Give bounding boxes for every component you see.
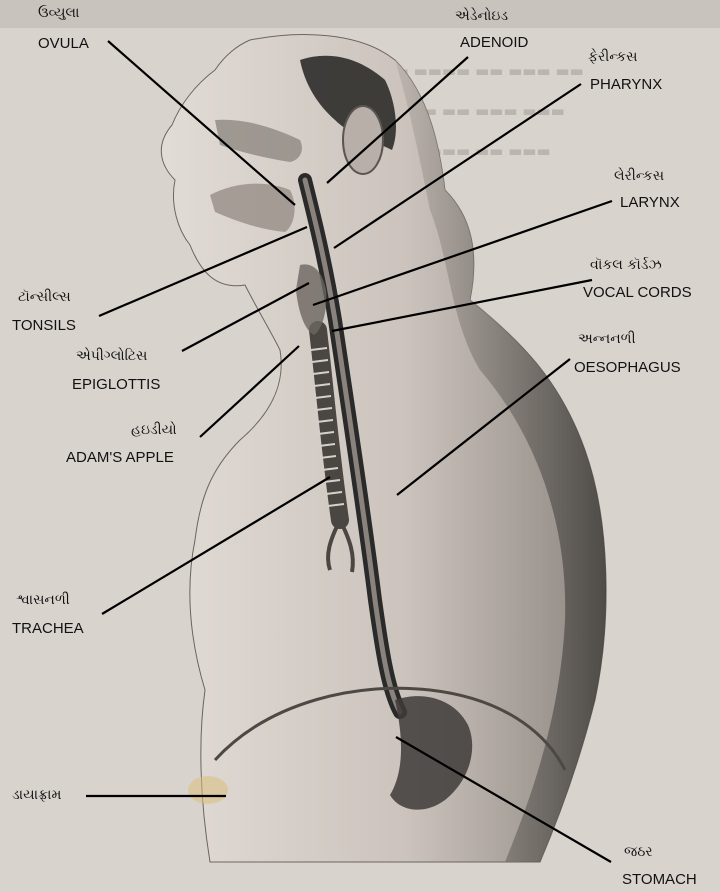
ovula-label-en: OVULA bbox=[38, 36, 89, 51]
tonsils-label-en: TONSILS bbox=[12, 318, 76, 333]
tonsils-label-gu: ટૉન્સીલ્સ bbox=[18, 290, 71, 304]
adenoid-label-en: ADENOID bbox=[460, 35, 528, 50]
pharynx-label-en: PHARYNX bbox=[590, 77, 662, 92]
larynx-label-en: LARYNX bbox=[620, 195, 680, 210]
top-banner-strip bbox=[0, 0, 720, 28]
adams-apple-label-en: ADAM'S APPLE bbox=[66, 450, 174, 465]
epiglottis-label-gu: એપીગ્લોટિસ bbox=[76, 349, 147, 363]
trachea-label-en: TRACHEA bbox=[12, 621, 84, 636]
epiglottis-label-en: EPIGLOTTIS bbox=[72, 377, 160, 392]
pharynx-label-gu: ફેરીન્કસ bbox=[588, 50, 637, 64]
diaphragm-label-gu: ડાયાફ્રામ bbox=[12, 788, 61, 802]
oesophagus-label-en: OESOPHAGUS bbox=[574, 360, 681, 375]
ovula-label-gu: ઉવ્યુલા bbox=[38, 6, 79, 20]
oesophagus-label-gu: અન્નનળી bbox=[578, 332, 636, 346]
adams-apple-label-gu: હઇડીયો bbox=[131, 423, 177, 437]
vocal-cords-label-en: VOCAL CORDS bbox=[583, 285, 692, 300]
trachea-label-gu: શ્વાસનળી bbox=[16, 593, 70, 607]
stain bbox=[188, 776, 228, 804]
stomach-label-en: STOMACH bbox=[622, 872, 697, 887]
adenoid-label-gu: એડેનોઇડ bbox=[455, 9, 508, 23]
larynx-label-gu: લેરીન્કસ bbox=[614, 169, 664, 183]
stomach-label-gu: જઠર bbox=[624, 845, 653, 859]
vocal-cords-label-gu: વૉકલ કૉર્ડઝ bbox=[590, 258, 662, 272]
